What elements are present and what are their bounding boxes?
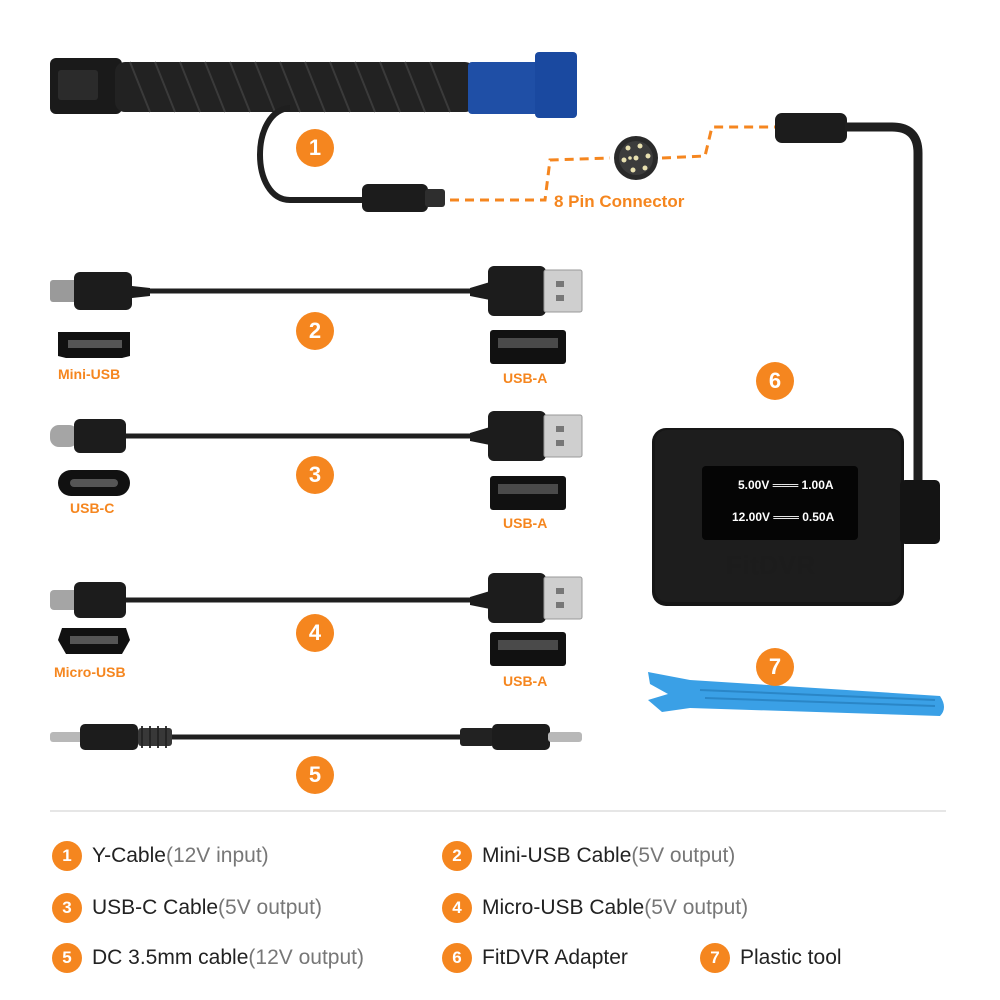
legend-note: (5V output) xyxy=(631,844,736,867)
badge-2: 2 xyxy=(296,312,334,350)
legend-name: Plastic tool xyxy=(740,946,842,969)
usb-a-label: USB-A xyxy=(503,370,548,386)
legend-badge: 5 xyxy=(52,943,82,973)
badge-6: 6 xyxy=(756,362,794,400)
usb-c-label: USB-C xyxy=(70,500,115,516)
mini-usb-port-icon xyxy=(58,332,130,358)
legend-item-7: 7 Plastic tool xyxy=(700,942,842,974)
legend-note: (12V output) xyxy=(248,946,364,969)
usb-a-label: USB-A xyxy=(503,515,548,531)
usb-a-label: USB-A xyxy=(503,673,548,689)
plastic-pry-tool xyxy=(648,672,944,716)
legend-badge: 6 xyxy=(442,943,472,973)
legend-note: (12V input) xyxy=(165,844,269,867)
mini-usb-cable xyxy=(50,266,583,316)
legend-badge: 4 xyxy=(442,893,472,923)
legend-badge: 1 xyxy=(52,841,82,871)
legend-item-2: 2 Mini-USB Cable(5V output) xyxy=(442,840,735,872)
dc-cable xyxy=(50,724,582,750)
badge-4: 4 xyxy=(296,614,334,652)
mini-usb-label: Mini-USB xyxy=(58,366,121,382)
legend-note: (5V output) xyxy=(218,896,322,919)
legend-item-5: 5 DC 3.5mm cable(12V output) xyxy=(52,942,364,974)
eight-pin-connector-label: 8 Pin Connector xyxy=(554,192,685,211)
usb-a-port-icon xyxy=(490,476,566,510)
legend-item-6: 6 FitDVR Adapter xyxy=(442,942,628,974)
legend-badge: 3 xyxy=(52,893,82,923)
usb-a-port-icon xyxy=(490,632,566,666)
legend-name: FitDVR Adapter xyxy=(482,946,628,969)
legend-name: Mini-USB Cable xyxy=(482,844,632,867)
adapter-brand: FitDVR xyxy=(726,550,816,580)
legend-note: (5V output) xyxy=(644,896,749,919)
badge-5: 5 xyxy=(296,756,334,794)
badge-7: 7 xyxy=(756,648,794,686)
legend-name: Y-Cable xyxy=(92,844,166,867)
usb-c-cable xyxy=(50,411,583,461)
badge-3: 3 xyxy=(296,456,334,494)
micro-usb-cable xyxy=(50,573,583,623)
eight-pin-connector-icon xyxy=(614,136,658,180)
legend-badge: 2 xyxy=(442,841,472,871)
legend-name: Micro-USB Cable xyxy=(482,896,645,919)
usb-c-port-icon xyxy=(58,470,130,496)
legend-item-1: 1 Y-Cable(12V input) xyxy=(52,840,269,872)
legend-name: DC 3.5mm cable xyxy=(92,946,249,969)
adapter-reading-1: 5.00V ═══ 1.00A xyxy=(738,478,834,492)
badge-1: 1 xyxy=(296,129,334,167)
micro-usb-label: Micro-USB xyxy=(54,664,126,680)
usb-a-port-icon xyxy=(490,330,566,364)
divider xyxy=(50,810,946,812)
legend-name: USB-C Cable xyxy=(92,896,219,919)
legend-badge: 7 xyxy=(700,943,730,973)
legend-item-3: 3 USB-C Cable(5V output) xyxy=(52,892,322,924)
adapter-reading-2: 12.00V ═══ 0.50A xyxy=(732,510,835,524)
legend-item-4: 4 Micro-USB Cable(5V output) xyxy=(442,892,748,924)
micro-usb-port-icon xyxy=(58,628,130,654)
fitdvr-adapter xyxy=(652,113,940,606)
y-cable xyxy=(50,52,611,212)
